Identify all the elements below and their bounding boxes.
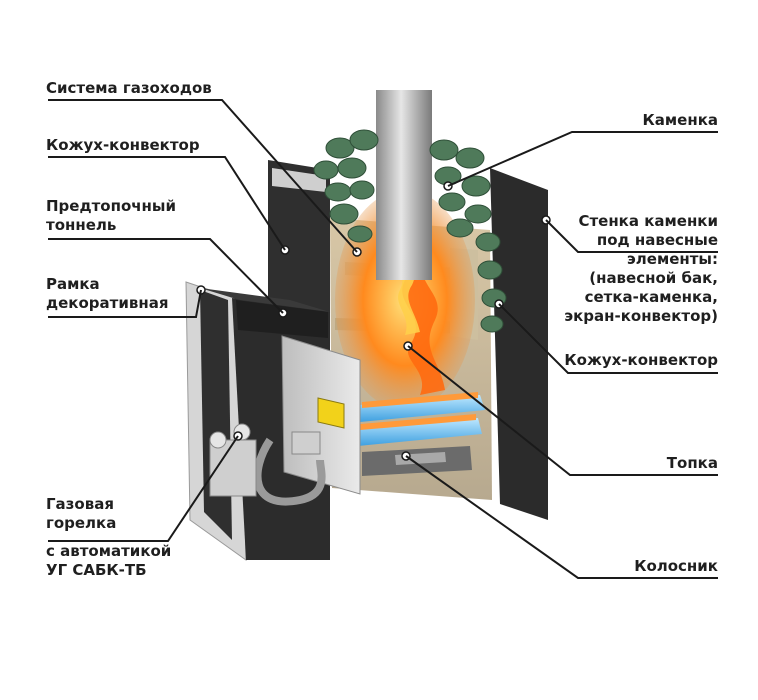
label-gas-burner-line-1: Газовая <box>46 495 114 513</box>
label-burner-automation-line-1: с автоматикой <box>46 542 172 560</box>
label-burner-automation-line-2: УГ САБК-ТБ <box>46 561 147 579</box>
label-grate-text: Колосник <box>634 557 718 575</box>
label-prefurnace-tunnel-line-1: Предтопочный <box>46 197 176 215</box>
label-decorative-frame: Рамка декоративная <box>46 275 168 313</box>
label-burner-automation: с автоматикой УГ САБК-ТБ <box>46 542 171 580</box>
label-heater-wall-line-4: (навесной бак, <box>589 269 718 287</box>
label-heater-stones: Каменка <box>643 111 718 130</box>
leader-casing-left <box>48 156 286 251</box>
leader-flue-system <box>48 99 358 253</box>
label-heater-stones-text: Каменка <box>642 111 718 129</box>
label-firebox-text: Топка <box>666 454 718 472</box>
label-flue-system-text: Система газоходов <box>46 79 212 97</box>
label-decorative-frame-line-2: декоративная <box>46 294 169 312</box>
leader-prefurnace-tunnel <box>48 238 284 314</box>
label-decorative-frame-line-1: Рамка <box>46 275 100 293</box>
leader-heater-stones <box>447 131 718 187</box>
leader-casing-right <box>498 303 718 374</box>
leader-decorative-frame <box>48 289 202 318</box>
leader-firebox <box>407 345 718 476</box>
leader-lines <box>48 99 718 579</box>
chimney <box>376 90 432 280</box>
label-firebox: Топка <box>667 454 718 473</box>
burner-rows <box>358 392 485 476</box>
label-casing-convector-left-text: Кожух-конвектор <box>46 136 200 154</box>
label-heater-wall-line-6: экран-конвектор) <box>564 307 718 325</box>
stones <box>313 129 507 333</box>
label-prefurnace-tunnel: Предтопочный тоннель <box>46 197 176 235</box>
label-heater-wall-line-5: сетка-каменка, <box>584 288 718 306</box>
label-gas-burner-line-2: горелка <box>46 514 117 532</box>
label-heater-wall-line-3: элементы: <box>626 250 718 268</box>
leader-gas-burner <box>48 435 239 542</box>
label-prefurnace-tunnel-line-2: тоннель <box>46 216 117 234</box>
leader-heater-wall <box>545 219 718 253</box>
leader-grate <box>405 455 718 579</box>
label-casing-convector-right-text: Кожух-конвектор <box>564 351 718 369</box>
label-heater-wall-line-2: под навесные <box>596 231 718 249</box>
label-grate: Колосник <box>634 557 718 576</box>
label-heater-wall-line-1: Стенка каменки <box>578 212 718 230</box>
label-casing-convector-left: Кожух-конвектор <box>46 136 200 155</box>
label-casing-convector-right: Кожух-конвектор <box>564 351 718 370</box>
label-flue-system: Система газоходов <box>46 79 212 98</box>
label-gas-burner: Газовая горелка <box>46 495 116 533</box>
label-heater-wall: Стенка каменки под навесные элементы: (н… <box>564 212 718 326</box>
